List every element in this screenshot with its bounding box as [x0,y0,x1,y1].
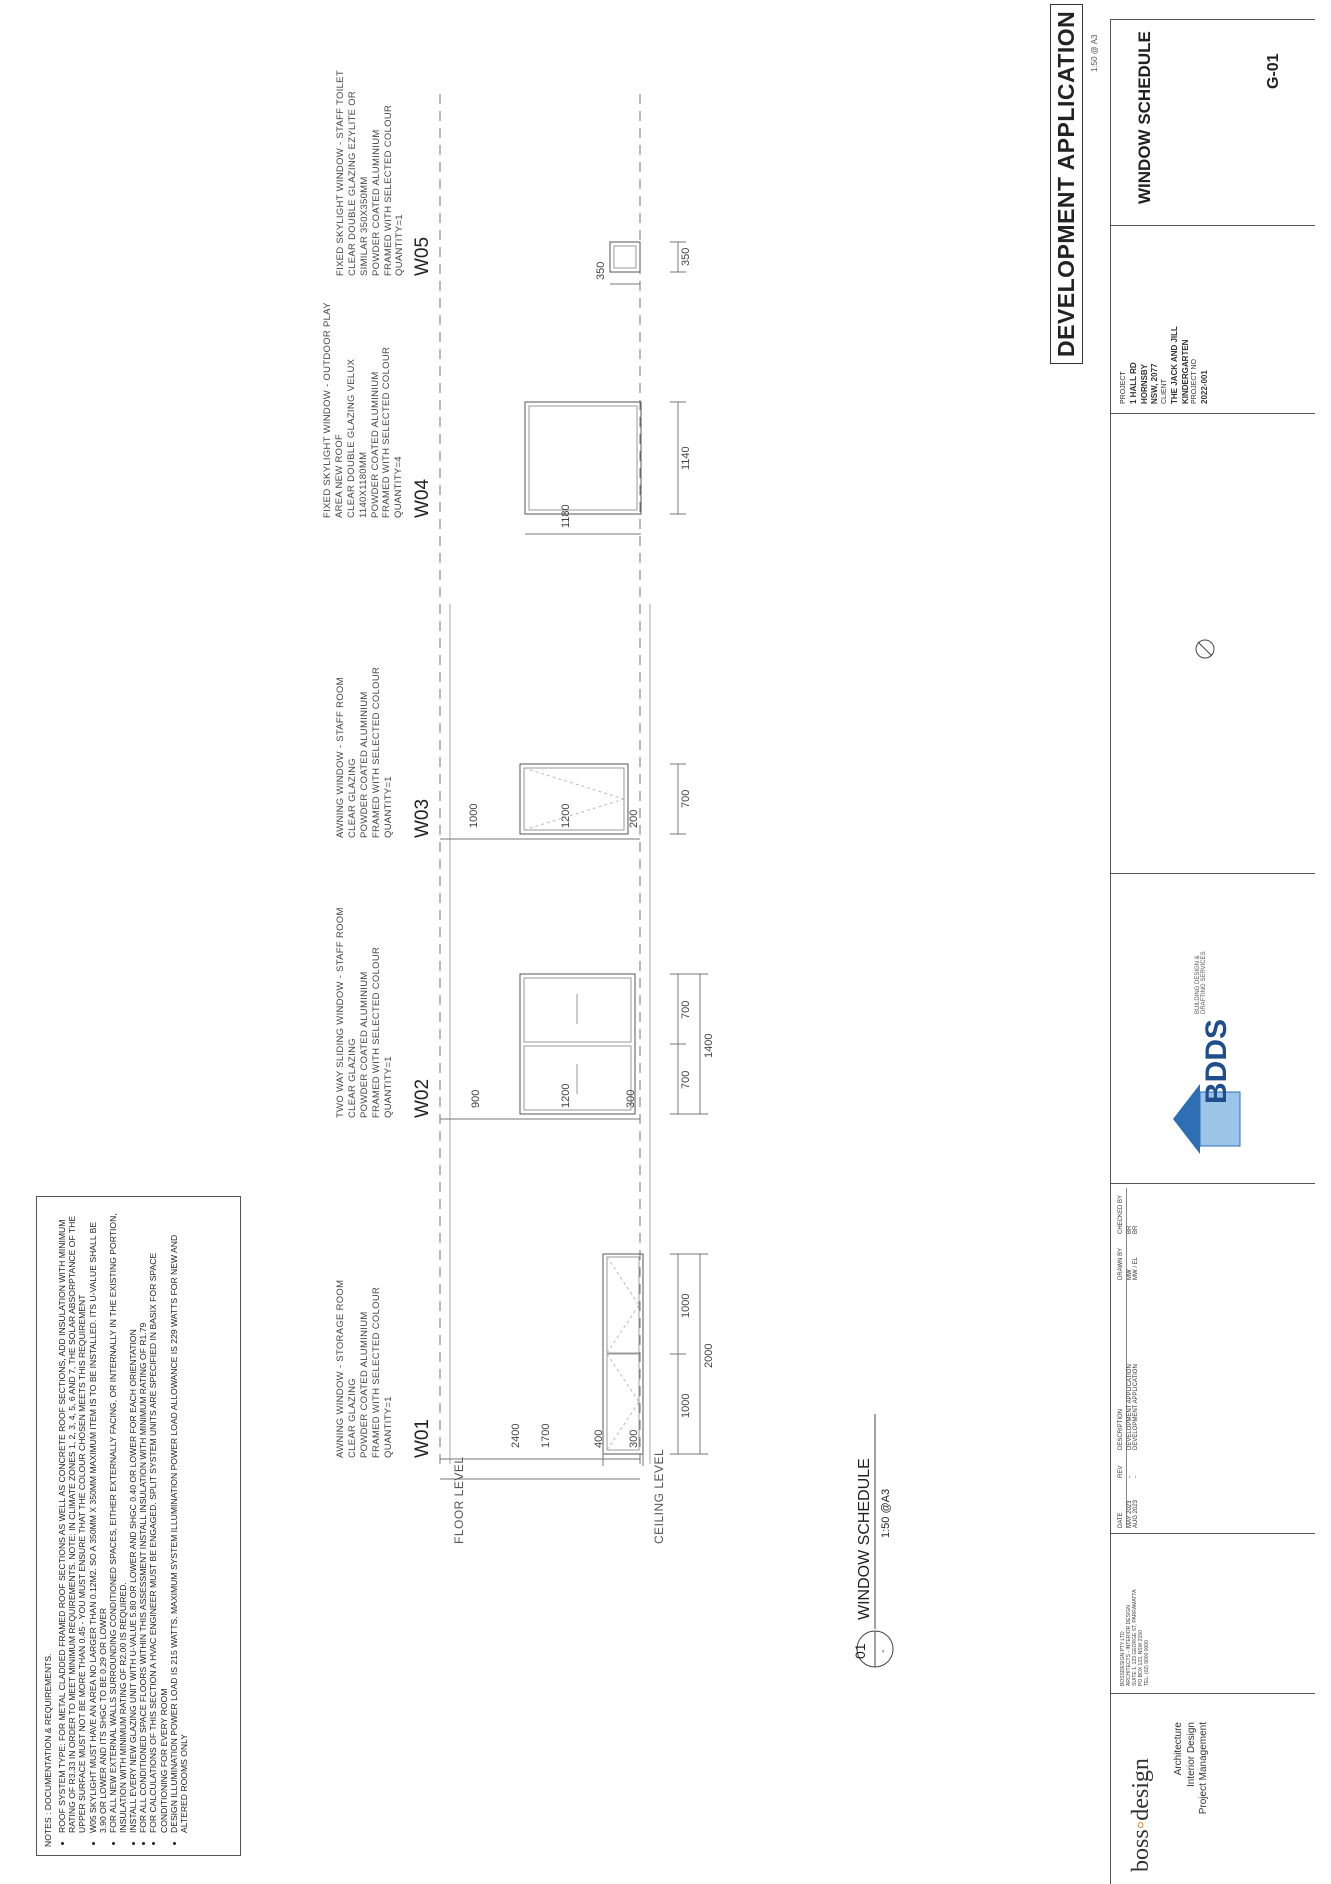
w03-dim-top: 200 [628,809,640,828]
w01-dim-a: 1000 [680,1393,692,1418]
project-number: 2022-001 [1200,370,1209,404]
w02-elevation [440,973,708,1120]
w01-description: AWNING WINDOW - STORAGE ROOM CLEAR GLAZI… [335,1279,394,1458]
w04-elevation [524,401,686,535]
client-line-1: THE JACK AND JILL [1169,326,1179,404]
w01-dim-top: 300 [628,1429,640,1448]
w01-label: W01 [412,1418,433,1458]
w04-label: W04 [412,478,433,518]
drawing-ref: - [878,1649,889,1653]
w03-description: AWNING WINDOW - STAFF ROOM CLEAR GLAZING… [335,666,394,838]
w02-dim-win: 1200 [560,1083,572,1108]
status-stamp: DEVELOPMENT APPLICATION [1050,3,1083,364]
w05-label: W05 [412,236,433,276]
w03-dim-win: 1200 [560,803,572,828]
w05-dim-h: 350 [595,261,607,280]
revision-table: DATE REV DESCRIPTION DRAWN BY CHECKED BY… [1118,1188,1139,1528]
w05-dim-w: 350 [680,247,692,266]
revision-row: AUG 2023 - DEVELOPMENT APPLICATION MW / … [1133,1225,1139,1528]
drawing-title: WINDOW SCHEDULE [856,1458,873,1620]
project-info: PROJECT 1 HALL RD HORNSBY NSW, 2077 CLIE… [1120,224,1211,404]
w02-dim-b: 700 [680,1000,692,1019]
title-block-top-border [1110,20,1111,1884]
w01-dim-bot: 1700 [540,1423,552,1448]
w03-dim-total: 700 [680,789,692,808]
project-no-label: PROJECT NO [1191,359,1199,404]
project-label: PROJECT [1120,371,1127,404]
w03-elevation [440,763,686,840]
w02-dim-bot: 900 [470,1089,482,1108]
w03-label: W03 [412,798,433,838]
consultant-subtitle: BUILDING DESIGN & DRAFTING SERVICES [1195,951,1207,1014]
w02-label: W02 [412,1078,433,1118]
company-logo-block: boss◦design Architecture Interior Design… [1118,1692,1298,1872]
w01-dim-win: 400 [593,1429,605,1448]
company-services: Architecture Interior Design Project Man… [1173,1722,1209,1815]
client-line-2: KINDERGARTEN [1180,339,1190,404]
title-block-scale: 1:50 @ A3 [1090,34,1099,72]
title-block-right-border [1110,19,1315,20]
w02-dim-top: 300 [625,1089,637,1108]
client-label: CLIENT [1161,379,1168,404]
w04-dim-w: 1140 [680,446,692,470]
w02-description: TWO WAY SLIDING WINDOW - STAFF ROOM CLEA… [335,907,394,1118]
company-logo: boss◦design [1128,1758,1154,1872]
sheet-number: G-01 [1265,53,1282,89]
w01-dim-h-total: 2400 [510,1423,522,1448]
w05-description: FIXED SKYLIGHT WINDOW - STAFF TOILET CLE… [335,70,406,276]
consultant-house-icon [1173,1084,1241,1154]
project-address-1: 1 HALL RD [1128,362,1138,404]
w04-dim-h: 1180 [560,504,572,528]
project-address-2: HORNSBY [1139,363,1149,404]
drawing-scale: 1:50 @A3 [880,1488,892,1538]
company-address: BOSSDESIGN PTY LTD ARCHITECTS - INTERIOR… [1120,1589,1150,1686]
project-address-3: NSW, 2077 [1150,363,1160,404]
w02-dim-total: 1400 [703,1033,715,1058]
drawing-number: 01 [852,1643,868,1659]
north-arrow-icon [1195,639,1215,659]
sheet-title: WINDOW SCHEDULE [1135,31,1154,204]
w01-dim-b: 1000 [680,1293,692,1318]
consultant-name: BDDS [1200,1018,1233,1104]
floor-level-label: FLOOR LEVEL [452,1456,466,1544]
w02-dim-a: 700 [680,1070,692,1089]
w01-elevation [440,1253,708,1480]
w05-elevation [609,241,686,285]
consultant-logo-block: BDDS BUILDING DESIGN & DRAFTING SERVICES [1125,874,1275,1174]
ceiling-level-label: CEILING LEVEL [652,1448,666,1544]
w01-dim-total: 2000 [703,1343,715,1368]
w03-dim-bot: 1000 [468,803,480,828]
